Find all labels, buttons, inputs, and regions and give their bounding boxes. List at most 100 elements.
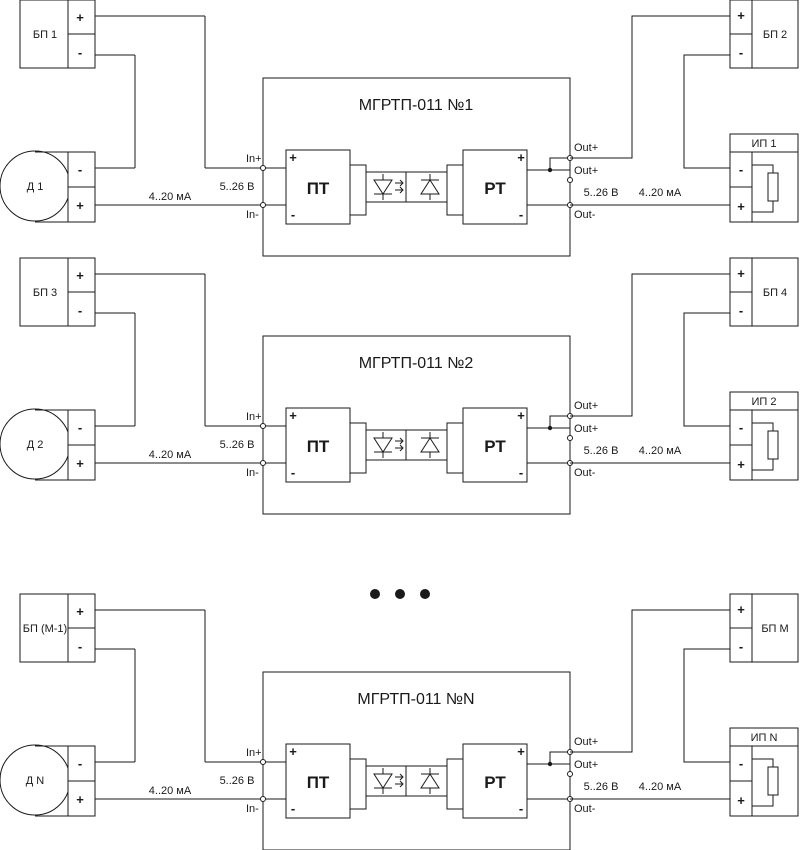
resistor-lead xyxy=(752,459,774,471)
resistor-icon xyxy=(767,430,779,460)
opto-wire xyxy=(446,202,463,216)
terminal-node xyxy=(260,165,266,171)
minus-sign: - xyxy=(739,756,743,771)
minus-sign: - xyxy=(78,420,82,435)
meter-label: ИП 1 xyxy=(752,138,777,150)
meter: ИП N-+ xyxy=(729,727,799,817)
opto-wire xyxy=(350,422,367,430)
minus-sign: - xyxy=(78,756,82,771)
resistor-lead xyxy=(752,758,774,767)
terminal-node xyxy=(260,796,266,802)
minus-sign: - xyxy=(519,207,523,222)
current-label: 4..20 мА xyxy=(149,785,192,797)
continuation-dots xyxy=(370,589,430,599)
transmitter-label: ПТ xyxy=(307,179,330,198)
in-minus-label: In- xyxy=(246,467,259,479)
plus-sign: + xyxy=(76,198,84,213)
wire-out-plus xyxy=(570,273,730,417)
psu-left-label: БП 1 xyxy=(33,29,57,41)
plus-sign: + xyxy=(76,456,84,471)
resistor-icon xyxy=(767,766,779,796)
ellipsis-dot xyxy=(395,589,405,599)
light-arrow-icon xyxy=(395,179,404,187)
wire-meter-minus xyxy=(683,648,730,763)
sensor: Д 1 - + xyxy=(0,150,96,223)
out-plus-label: Out+ xyxy=(574,736,598,748)
plus-sign: + xyxy=(289,408,297,423)
transmitter-label: ПТ xyxy=(307,773,330,792)
plus-sign: + xyxy=(76,268,84,283)
transmitter-block xyxy=(285,149,351,225)
psu-right: БП М+- xyxy=(729,593,799,663)
voltage-label: 5..26 В xyxy=(584,445,619,457)
meter-body xyxy=(729,391,799,481)
out-plus-label: Out+ xyxy=(574,142,598,154)
sensor-label: Д 1 xyxy=(27,181,44,193)
meter-label: ИП N xyxy=(751,732,778,744)
psu-right-label: БП 2 xyxy=(763,29,787,41)
plus-sign: + xyxy=(289,744,297,759)
sensor-label: Д N xyxy=(26,775,45,787)
receiver-label: РТ xyxy=(484,437,506,456)
minus-sign: - xyxy=(739,420,743,435)
transmitter-block xyxy=(285,743,351,819)
transmitter-block xyxy=(285,407,351,483)
minus-sign: - xyxy=(78,162,82,177)
out-minus-label: Out- xyxy=(574,209,596,221)
opto-wire xyxy=(350,758,367,766)
psu-left: БП (М-1)+- xyxy=(19,593,96,663)
terminal-node xyxy=(260,460,266,466)
out-plus-label: Out+ xyxy=(574,400,598,412)
transmitter-label: ПТ xyxy=(307,437,330,456)
ellipsis-dot xyxy=(420,589,430,599)
terminal-node xyxy=(260,423,266,429)
terminal-node xyxy=(567,771,573,777)
plus-sign: + xyxy=(289,150,297,165)
voltage-label: 5..26 В xyxy=(584,781,619,793)
meter-body xyxy=(729,133,799,223)
current-label: 4..20 мА xyxy=(639,781,682,793)
voltage-label: 5..26 В xyxy=(220,181,255,193)
in-minus-label: In- xyxy=(246,209,259,221)
minus-sign: - xyxy=(519,801,523,816)
meter: ИП 1-+ xyxy=(729,133,799,223)
opto-wire xyxy=(350,796,367,810)
meter: ИП 2-+ xyxy=(729,391,799,481)
opto-wire xyxy=(446,164,463,172)
minus-sign: - xyxy=(739,303,743,318)
terminal-node xyxy=(567,435,573,441)
ellipsis-dot xyxy=(370,589,380,599)
minus-sign: - xyxy=(739,639,743,654)
light-arrow-icon xyxy=(395,444,404,452)
internal-wire xyxy=(550,427,571,438)
terminal-node xyxy=(260,759,266,765)
plus-sign: + xyxy=(76,604,84,619)
voltage-label: 5..26 В xyxy=(584,187,619,199)
current-label: 4..20 мА xyxy=(639,445,682,457)
circuit-row: БП (М-1)+-Д N-+4..20 мА5..26 ВIn+In-МГРТ… xyxy=(0,593,799,850)
opto-wire xyxy=(350,460,367,474)
out-minus-label: Out- xyxy=(574,467,596,479)
opto-wire xyxy=(446,758,463,766)
meter-label: ИП 2 xyxy=(752,396,777,408)
minus-sign: - xyxy=(519,465,523,480)
light-arrow-icon xyxy=(395,186,404,194)
circuit-row: БП 1+-Д 1-+4..20 мА5..26 ВIn+In-МГРТП-01… xyxy=(0,0,799,257)
resistor-lead xyxy=(752,795,774,807)
plus-sign: + xyxy=(76,792,84,807)
in-plus-label: In+ xyxy=(246,411,262,423)
wire-out-plus xyxy=(570,609,730,753)
internal-wire xyxy=(527,415,570,429)
minus-sign: - xyxy=(78,45,82,60)
module-title: МГРТП-011 №N xyxy=(357,691,474,708)
opto-wire xyxy=(446,796,463,810)
out-plus-label: Out+ xyxy=(574,165,598,177)
plus-sign: + xyxy=(76,10,84,25)
resistor-lead xyxy=(752,164,774,173)
in-minus-label: In- xyxy=(246,803,259,815)
wire-meter-minus xyxy=(683,54,730,169)
out-plus-label: Out+ xyxy=(574,423,598,435)
minus-sign: - xyxy=(291,465,295,480)
